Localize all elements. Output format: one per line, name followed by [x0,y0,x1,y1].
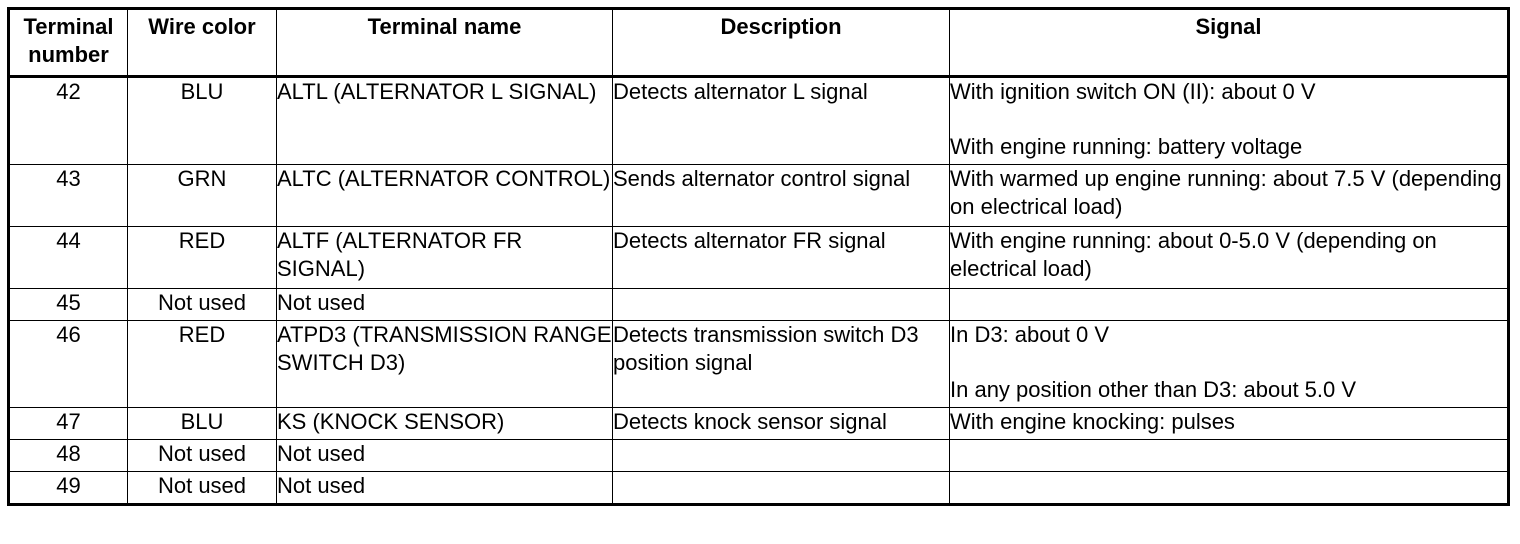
description-cell [612,288,950,321]
header-wire-color: Wire color [127,8,277,77]
signal-cell: With ignition switch ON (II): about 0 V … [949,76,1509,165]
terminal-number-cell: 45 [8,288,128,321]
terminal-table: Terminal number Wire color Terminal name… [7,7,1510,506]
table-row: 45 Not used Not used [8,288,1509,321]
wire-color-cell: Not used [127,471,277,505]
terminal-name-cell: KS (KNOCK SENSOR) [276,407,613,440]
signal-cell: With engine knocking: pulses [949,407,1509,440]
description-cell [612,471,950,505]
terminal-name-cell: Not used [276,288,613,321]
wire-color-cell: RED [127,320,277,408]
signal-cell: With warmed up engine running: about 7.5… [949,164,1509,227]
signal-cell: In D3: about 0 V In any position other t… [949,320,1509,408]
terminal-number-cell: 47 [8,407,128,440]
wire-color-cell: Not used [127,288,277,321]
table-row: 48 Not used Not used [8,439,1509,472]
signal-line: In D3: about 0 V [950,322,1109,347]
terminal-number-cell: 42 [8,76,128,165]
terminal-name-cell: Not used [276,471,613,505]
table-row: 42 BLU ALTL (ALTERNATOR L SIGNAL) Detect… [8,76,1509,165]
description-cell: Sends alternator control signal [612,164,950,227]
wire-color-cell: RED [127,226,277,289]
wire-color-cell: BLU [127,76,277,165]
signal-cell: With engine running: about 0-5.0 V (depe… [949,226,1509,289]
signal-line: With engine running: battery voltage [950,134,1303,159]
terminal-number-cell: 49 [8,471,128,505]
header-description: Description [612,8,950,77]
terminal-number-cell: 43 [8,164,128,227]
description-cell [612,439,950,472]
terminal-number-cell: 46 [8,320,128,408]
table-row: 47 BLU KS (KNOCK SENSOR) Detects knock s… [8,407,1509,440]
table-row: 43 GRN ALTC (ALTERNATOR CONTROL) Sends a… [8,164,1509,227]
description-cell: Detects alternator FR signal [612,226,950,289]
terminal-name-cell: ALTF (ALTERNATOR FR SIGNAL) [276,226,613,289]
terminal-name-cell: ALTL (ALTERNATOR L SIGNAL) [276,76,613,165]
signal-cell [949,439,1509,472]
header-terminal-number: Terminal number [8,8,128,77]
table-row: 49 Not used Not used [8,471,1509,505]
signal-line: With warmed up engine running: about 7.5… [950,166,1502,219]
signal-line: With ignition switch ON (II): about 0 V [950,79,1316,104]
table-row: 46 RED ATPD3 (TRANSMISSION RANGE SWITCH … [8,320,1509,408]
description-cell: Detects knock sensor signal [612,407,950,440]
signal-cell [949,288,1509,321]
header-row: Terminal number Wire color Terminal name… [8,8,1509,77]
table-row: 44 RED ALTF (ALTERNATOR FR SIGNAL) Detec… [8,226,1509,289]
signal-cell [949,471,1509,505]
wire-color-cell: Not used [127,439,277,472]
description-cell: Detects transmission switch D3 position … [612,320,950,408]
wire-color-cell: GRN [127,164,277,227]
description-cell: Detects alternator L signal [612,76,950,165]
terminal-name-cell: ATPD3 (TRANSMISSION RANGE SWITCH D3) [276,320,613,408]
terminal-number-cell: 44 [8,226,128,289]
signal-line: In any position other than D3: about 5.0… [950,377,1357,402]
terminal-number-cell: 48 [8,439,128,472]
header-signal: Signal [949,8,1509,77]
terminal-name-cell: ALTC (ALTERNATOR CONTROL) [276,164,613,227]
signal-line: With engine knocking: pulses [950,409,1235,434]
header-terminal-name: Terminal name [276,8,613,77]
wire-color-cell: BLU [127,407,277,440]
terminal-name-cell: Not used [276,439,613,472]
signal-line: With engine running: about 0-5.0 V (depe… [950,228,1437,281]
